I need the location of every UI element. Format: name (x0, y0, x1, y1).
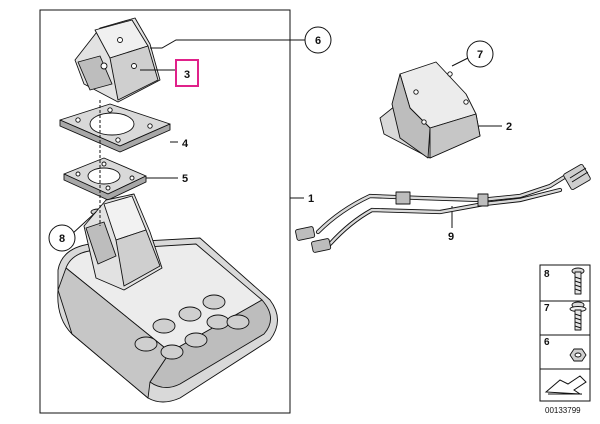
part-3-holder-bracket[interactable] (74, 17, 161, 103)
hardware-legend: 8 7 6 (539, 264, 591, 402)
callout-2[interactable]: 2 (506, 121, 512, 133)
hex-nut-icon (569, 348, 587, 362)
part-2-holder[interactable] (379, 61, 481, 159)
callout-9[interactable]: 9 (448, 231, 454, 243)
svg-text:3: 3 (184, 69, 190, 81)
part-9-wiring-harness[interactable] (295, 163, 591, 253)
legend-number-6: 6 (544, 337, 550, 348)
washer-screw-icon (569, 301, 587, 331)
assembly-frame (39, 9, 291, 414)
callout-5[interactable]: 5 (182, 173, 188, 185)
callout-6[interactable]: 6 (304, 26, 332, 54)
svg-text:8: 8 (59, 233, 65, 245)
reference-number: 00133799 (545, 406, 581, 415)
part-1-control-unit[interactable] (57, 193, 278, 403)
legend-number-8: 8 (544, 269, 550, 280)
screw-icon (571, 267, 585, 295)
legend-number-7: 7 (544, 303, 550, 314)
control-buttons (134, 294, 250, 360)
callout-4[interactable]: 4 (182, 138, 189, 150)
svg-text:6: 6 (315, 35, 321, 47)
orientation-arrow-icon (544, 375, 587, 395)
svg-text:7: 7 (477, 49, 483, 61)
part-5-gasket[interactable] (63, 157, 147, 201)
callout-1[interactable]: 1 (308, 193, 314, 205)
callout-3-highlighted[interactable]: 3 (175, 59, 199, 87)
callout-7[interactable]: 7 (466, 40, 494, 68)
part-4-gasket[interactable] (59, 103, 171, 153)
callout-8[interactable]: 8 (48, 224, 76, 252)
